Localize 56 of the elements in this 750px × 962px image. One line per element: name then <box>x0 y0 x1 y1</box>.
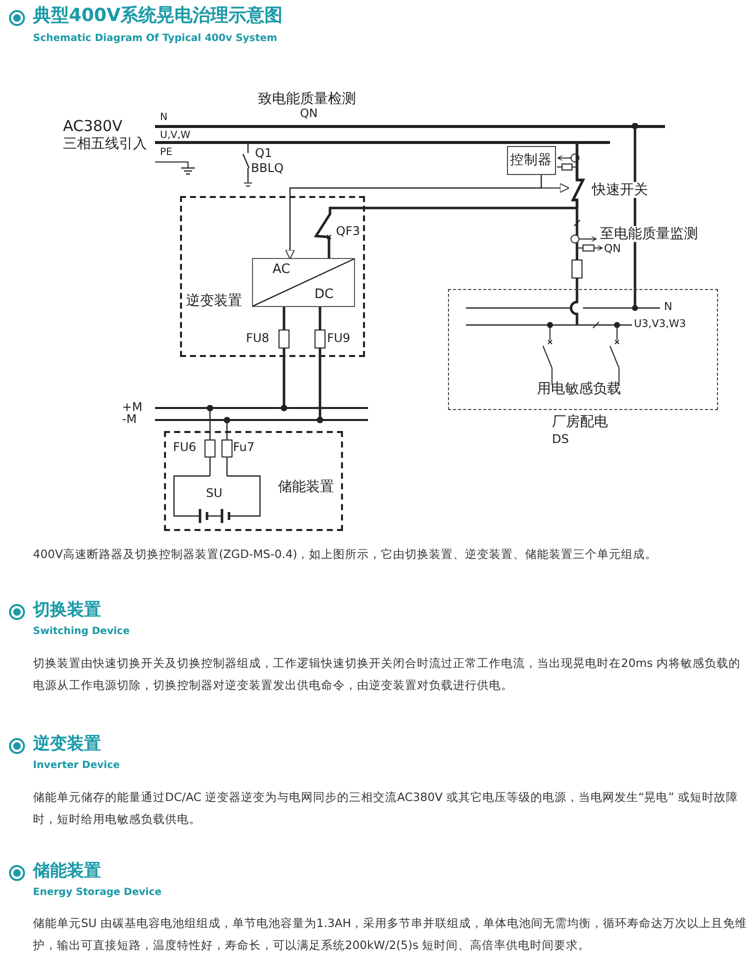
bus-label: -M <box>122 413 137 427</box>
node-caption: 厂房配电 <box>552 414 608 430</box>
switch-label: BBLQ <box>251 162 284 176</box>
section-subtitle: Energy Storage Device <box>33 887 162 898</box>
fuse-label: FU6 <box>173 441 196 455</box>
fuse-label: FU8 <box>246 332 270 346</box>
node-label: 逆变装置 <box>186 293 242 310</box>
paragraph: 储能单元SU 由碳基电容电池组组成，单节电池容量为1.3AH，采用多节串并联组成，单体电池间无需均衡，循环寿命达万次以上且免维护，输出可直接短路，温度特性好，寿命长，可以满足系统200kW/2(5)s 短时间、高倍率供电时间要求。 <box>33 915 748 954</box>
section-subtitle: Switching Device <box>33 626 130 638</box>
note-label: 至电能质量监测 <box>600 226 698 242</box>
page-title: 典型400V系统晃电治理示意图 <box>33 6 283 27</box>
bus-voltage-label: AC380V <box>63 118 122 136</box>
unit-label: SU <box>206 487 222 501</box>
section-subtitle: Schematic Diagram Of Typical 400v System <box>33 33 278 44</box>
storage-dashed-box <box>164 431 343 531</box>
fuse-label: Fu7 <box>233 441 254 455</box>
node-label: 储能装置 <box>278 479 334 496</box>
fuse-label: FU9 <box>327 332 350 346</box>
node-caption: DS <box>552 433 569 447</box>
control-arrow <box>285 175 542 260</box>
node-label: DC <box>314 288 334 302</box>
node-label: 控制器 <box>510 153 552 169</box>
inverter-dashed-box <box>180 196 365 357</box>
paragraph: 400V高速断路器及切换控制器装置(ZGD-MS-0.4)，如上图所示，它由切换装置、逆变装置、储能装置三个单元组成。 <box>33 546 658 563</box>
wire <box>280 307 288 412</box>
bus-label: PE <box>160 147 172 158</box>
breaker-label: QF3 <box>336 225 360 239</box>
switch-label: 快速开关 <box>592 182 648 198</box>
bus-label: 三相五线引入 <box>63 136 147 152</box>
paragraph: 储能单元储存的能量通过DC/AC 逆变器逆变为与电网同步的三相交流AC380V 或其它电压等级的电源，当电网发生“晃电” 或短时故障时，短时给用电敏感负载供电。 <box>33 789 739 828</box>
wire <box>316 307 324 424</box>
device-code: QN <box>300 107 318 120</box>
plant-dashed-box <box>448 289 718 410</box>
busbar <box>155 140 610 144</box>
bus-label: +M <box>122 401 142 414</box>
paragraph: 切换装置由快速切换开关及切换控制器组成，工作逻辑快速切换开关闭合时流过正常工作电流，当出现晃电时在20ms 内将敏感负载的电源从工作电源切除，切换控制器对逆变装置发出供电命令，由逆变装置对负载进行供电。 <box>33 655 742 694</box>
bus-label: N <box>160 112 168 124</box>
section-heading: 逆变装置 <box>33 735 101 755</box>
section-heading: 切换装置 <box>33 601 101 621</box>
busbar <box>155 418 368 422</box>
bus-label: N <box>664 301 672 314</box>
wire <box>314 144 586 258</box>
device-code: QN <box>604 243 621 256</box>
bus-label: U3,V3,W3 <box>634 318 686 330</box>
wire <box>206 404 214 431</box>
bus-label: U,V,W <box>160 130 190 142</box>
node-label: 用电敏感负载 <box>537 381 621 398</box>
note-label: 致电能质量检测 <box>258 91 356 108</box>
busbar <box>155 124 665 128</box>
section-subtitle: Inverter Device <box>33 760 120 772</box>
switch-label: Q1 <box>255 147 272 161</box>
wire <box>224 416 230 431</box>
section-heading: 储能装置 <box>33 862 101 882</box>
busbar <box>155 406 368 410</box>
node-label: AC <box>272 262 290 278</box>
controller-box <box>507 146 556 175</box>
